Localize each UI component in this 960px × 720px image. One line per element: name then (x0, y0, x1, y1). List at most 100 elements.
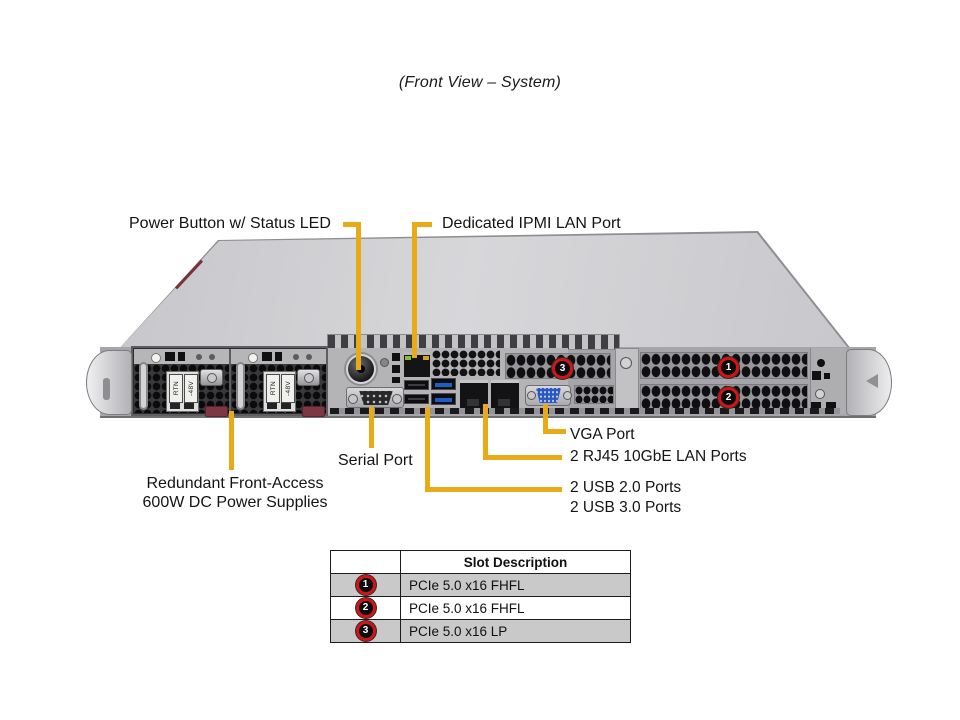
psu-connector-slot (267, 403, 277, 409)
usb3-port (431, 378, 456, 390)
psu-release-tab (302, 406, 325, 417)
page-title: (Front View – System) (398, 74, 562, 91)
psu-terminal-rtn: RTN (266, 374, 280, 403)
power-button-center (357, 365, 365, 373)
lan-port-2 (491, 380, 519, 408)
row-desc: PCIe 5.0 x16 FHFL (400, 573, 631, 597)
screw-icon (380, 358, 389, 367)
psu-connector-slot (184, 403, 194, 409)
psu-thumbscrew (297, 369, 320, 386)
serial-db9-connector (359, 391, 393, 405)
psu-screw-hole (293, 354, 299, 360)
psu-connector-slot (281, 403, 291, 409)
psu-dc-connector: RTN -48V (263, 371, 296, 412)
label-vga-port: VGA Port (570, 426, 635, 443)
psu-handle (139, 362, 148, 410)
callout-line-psu (229, 411, 234, 470)
callout-line-lan-v (483, 404, 488, 460)
callout-line-usb-v (425, 407, 430, 492)
serial-port (346, 387, 404, 408)
psu-vent-block (262, 352, 272, 361)
label-ipmi-lan-port: Dedicated IPMI LAN Port (442, 215, 621, 232)
vga-screw (563, 391, 572, 400)
serial-screw (348, 394, 358, 404)
callout-line-power-v (356, 222, 361, 370)
bottom-vent-dashes (330, 408, 840, 414)
psu-label-neg48v: -48V (187, 381, 195, 396)
psu-release-tab (205, 406, 228, 417)
bracket-screw (620, 357, 632, 369)
slot-description-table: Slot Description 1 PCIe 5.0 x16 FHFL 2 P… (330, 550, 631, 643)
activity-led-amber (423, 356, 429, 360)
usb2-port (404, 380, 429, 390)
psu-top-strip (231, 349, 326, 364)
row-badge-cell: 1 (330, 573, 401, 597)
vga-screw (527, 391, 536, 400)
psu-screw-hole (196, 354, 202, 360)
hole-icon (817, 359, 825, 367)
psu-bay: RTN -48V RTN -48V (131, 346, 328, 417)
psu-label-rtn: RTN (172, 381, 180, 396)
psu-dc-connector: RTN -48V (166, 371, 199, 412)
label-serial-port: Serial Port (338, 452, 413, 469)
ipmi-lan-port (404, 352, 430, 377)
usb2-port (404, 394, 429, 404)
row-desc: PCIe 5.0 x16 FHFL (400, 596, 631, 620)
table-row: 1 PCIe 5.0 x16 FHFL (330, 573, 631, 597)
label-lan-ports: 2 RJ45 10GbE LAN Ports (570, 448, 747, 465)
screw-icon (815, 389, 825, 399)
callout-line-ipmi-v (412, 222, 417, 358)
label-psu-line2: 600W DC Power Supplies (142, 494, 328, 511)
psu-terminal-neg48v: -48V (281, 374, 295, 403)
status-led-block (392, 353, 400, 361)
serial-screw (392, 394, 402, 404)
table-header-row: Slot Description (330, 550, 631, 574)
callout-line-lan-h (483, 455, 562, 460)
hole-icon (826, 402, 836, 411)
psu-label-rtn: RTN (269, 381, 277, 396)
label-power-button: Power Button w/ Status LED (129, 215, 331, 232)
callout-line-serial (369, 407, 374, 448)
label-usb2-ports: 2 USB 2.0 Ports (570, 479, 682, 496)
psu-terminal-rtn: RTN (169, 374, 183, 403)
slot-badge-3: 3 (552, 358, 573, 379)
rack-ear-left-slot (103, 378, 110, 400)
status-led-block (392, 377, 400, 383)
callout-line-ipmi-h (412, 222, 432, 227)
psu-handle (236, 362, 245, 410)
label-psu-line1: Redundant Front-Access (146, 475, 324, 492)
psu-terminal-neg48v: -48V (184, 374, 198, 403)
psu-top-strip (134, 349, 229, 364)
table-header-slot-description: Slot Description (400, 550, 631, 574)
label-usb3-ports: 2 USB 3.0 Ports (570, 499, 682, 516)
vent-grid (432, 350, 500, 376)
psu-screw-hole (306, 354, 312, 360)
row-badge-2: 2 (355, 598, 376, 618)
label-psu: Redundant Front-Access 600W DC Power Sup… (140, 474, 330, 512)
psu-vent-block (275, 352, 282, 361)
row-desc: PCIe 5.0 x16 LP (400, 619, 631, 643)
row-badge-3: 3 (355, 621, 376, 641)
psu-screw-hole (209, 354, 215, 360)
table-row: 2 PCIe 5.0 x16 FHFL (330, 596, 631, 620)
vent-grid-small (574, 385, 614, 404)
psu-vent-block (178, 352, 185, 361)
chassis-top-cover (118, 233, 848, 350)
table-header-empty (330, 550, 401, 574)
hole-icon (812, 371, 821, 380)
lan-port-1 (460, 380, 488, 408)
row-badge-cell: 2 (330, 596, 401, 620)
psu-connector-slot (170, 403, 180, 409)
callout-line-power-h (343, 222, 361, 227)
callout-line-usb-h (425, 487, 562, 492)
callout-line-vga-v (543, 404, 548, 434)
table-row: 3 PCIe 5.0 x16 LP (330, 619, 631, 643)
psu-status-led (248, 353, 258, 363)
psu-status-led (151, 353, 161, 363)
psu-vent-block (165, 352, 175, 361)
slot-badge-1: 1 (718, 357, 739, 378)
row-badge-1: 1 (355, 575, 376, 595)
hole-icon (811, 402, 821, 411)
status-led-block (392, 365, 400, 373)
